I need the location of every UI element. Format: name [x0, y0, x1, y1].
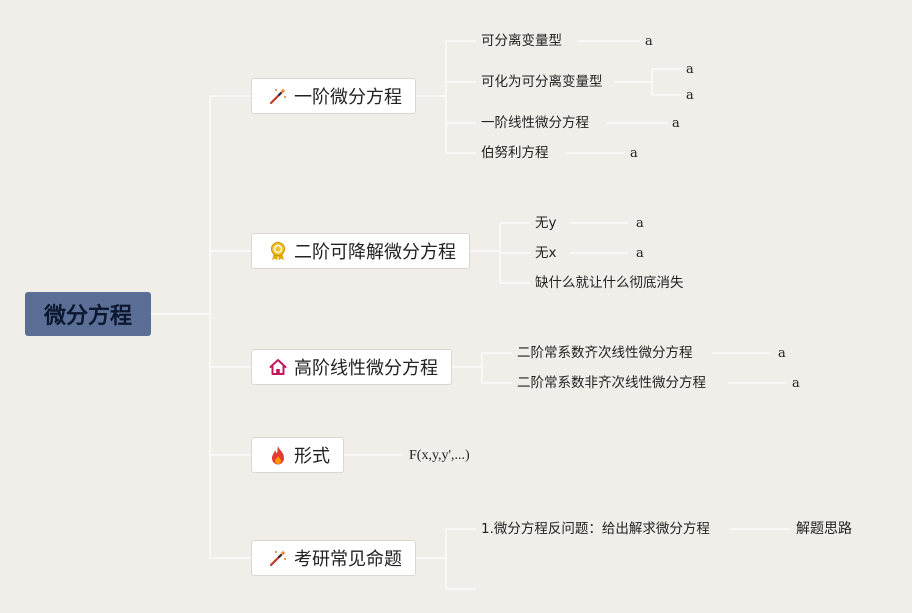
topic-elimination-tip[interactable]: 缺什么就让什么彻底消失 — [535, 275, 684, 291]
note-value: a — [686, 88, 694, 103]
topic-no-x[interactable]: 无x — [535, 245, 557, 261]
branch-higher-order-linear[interactable]: 高阶线性微分方程 — [251, 349, 452, 385]
note-value: a — [630, 146, 638, 161]
root-topic-node[interactable]: 微分方程 — [25, 292, 151, 336]
branch-label: 考研常见命题 — [294, 549, 402, 570]
branch-form[interactable]: 形式 — [251, 437, 344, 473]
topic-reducible-separable[interactable]: 可化为可分离变量型 — [481, 74, 603, 90]
magic-wand-icon — [268, 86, 288, 106]
topic-bernoulli[interactable]: 伯努利方程 — [481, 145, 549, 161]
note-value: a — [686, 62, 694, 77]
note-value: a — [636, 216, 644, 231]
branch-exam-topics[interactable]: 考研常见命题 — [251, 540, 416, 576]
flame-icon — [268, 445, 288, 465]
note-value: a — [645, 34, 653, 49]
note-value: a — [636, 246, 644, 261]
topic-inverse-problem[interactable]: 1.微分方程反问题：给出解求微分方程 — [481, 521, 710, 537]
branch-second-order-reducible[interactable]: 二阶可降解微分方程 — [251, 233, 470, 269]
topic-separable[interactable]: 可分离变量型 — [481, 33, 562, 49]
topic-nonhomogeneous[interactable]: 二阶常系数非齐次线性微分方程 — [517, 375, 706, 391]
branch-first-order[interactable]: 一阶微分方程 — [251, 78, 416, 114]
note-value: a — [672, 116, 680, 131]
house-icon — [268, 357, 288, 377]
topic-no-y[interactable]: 无y — [535, 215, 557, 231]
form-formula[interactable]: F(x,y,y',...) — [409, 448, 470, 463]
note-value: a — [778, 346, 786, 361]
topic-solution-approach[interactable]: 解题思路 — [796, 521, 852, 537]
branch-label: 形式 — [294, 446, 330, 467]
root-topic-label: 微分方程 — [43, 304, 132, 329]
topic-first-order-linear[interactable]: 一阶线性微分方程 — [481, 115, 589, 131]
magic-wand-icon — [268, 548, 288, 568]
branch-label: 高阶线性微分方程 — [294, 358, 438, 379]
topic-homogeneous[interactable]: 二阶常系数齐次线性微分方程 — [517, 345, 693, 361]
note-value: a — [792, 376, 800, 391]
branch-label: 二阶可降解微分方程 — [294, 242, 456, 263]
branch-label: 一阶微分方程 — [294, 87, 402, 108]
ribbon-award-icon — [268, 241, 288, 261]
